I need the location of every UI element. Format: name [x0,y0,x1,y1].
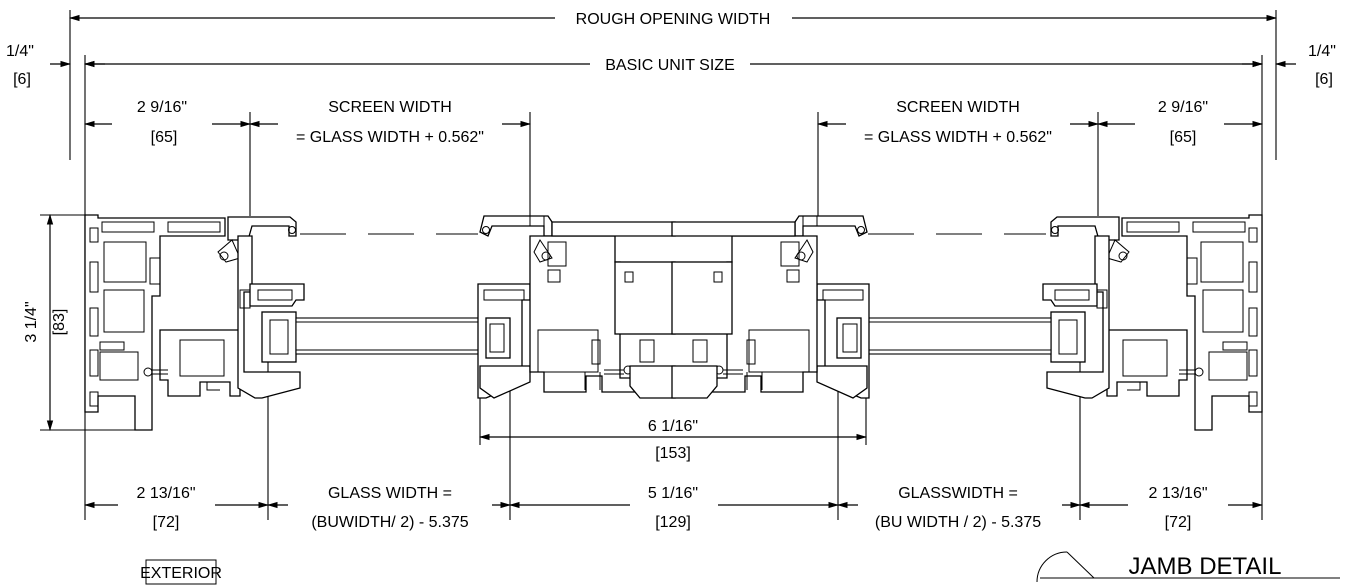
screen-width-left-dimension: SCREEN WIDTH = GLASS WIDTH + 0.562" [248,99,532,146]
detail-title: JAMB DETAIL [1129,553,1282,580]
jamb-to-screen-left-mm: [65] [151,129,178,146]
jamb-to-screen-right-dimension: 2 9/16" [65] [1096,99,1264,146]
jamb-to-screen-right-mm: [65] [1170,129,1197,146]
screen-width-right-dimension: SCREEN WIDTH = GLASS WIDTH + 0.562" [816,99,1100,146]
mull-width-label: 6 1/16" [648,418,698,435]
frame-section [84,214,1263,431]
clearance-right-dimension: 1/4" [6] [1242,43,1336,88]
screen-width-left-line1: SCREEN WIDTH [328,99,452,116]
glass-left-line1: GLASS WIDTH = [328,485,452,502]
screen-width-left-line2: = GLASS WIDTH + 0.562" [296,129,484,146]
glass-left-line2: (BUWIDTH/ 2) - 5.375 [311,514,468,531]
clearance-left-mm: [6] [13,71,31,88]
exterior-label-box: EXTERIOR [140,559,222,585]
mull-width-mm: [153] [655,445,691,462]
between-glass-mm: [129] [655,514,691,531]
rough-opening-label: ROUGH OPENING WIDTH [576,11,771,28]
jamb-to-screen-right-label: 2 9/16" [1158,99,1208,116]
glass-right-line1: GLASSWIDTH = [898,485,1018,502]
clearance-left-dimension: 1/4" [6] [6,43,105,88]
exterior-label: EXTERIOR [140,565,222,582]
edge-left-label: 2 13/16" [136,485,195,502]
jamb-to-screen-left-dimension: 2 9/16" [65] [83,99,252,146]
frame-depth-dimension: 3 1/4" [83] [23,213,68,432]
mull-width-dimension: 6 1/16" [153] [478,418,868,462]
edge-right-label: 2 13/16" [1148,485,1207,502]
basic-unit-label: BASIC UNIT SIZE [605,57,735,74]
basic-unit-dimension: BASIC UNIT SIZE [83,57,1264,74]
rough-opening-dimension: ROUGH OPENING WIDTH [68,11,1278,28]
edge-left-mm: [72] [153,514,180,531]
clearance-right-mm: [6] [1315,71,1333,88]
detail-title-block: JAMB DETAIL [1036,551,1340,583]
clearance-left-label: 1/4" [6,43,34,60]
edge-right-mm: [72] [1165,514,1192,531]
between-glass-label: 5 1/16" [648,485,698,502]
screen-width-right-line1: SCREEN WIDTH [896,99,1020,116]
clearance-right-label: 1/4" [1308,43,1336,60]
frame-depth-mm: [83] [51,309,68,336]
glass-right-line2: (BU WIDTH / 2) - 5.375 [875,514,1041,531]
jamb-to-screen-left-label: 2 9/16" [137,99,187,116]
screen-width-right-line2: = GLASS WIDTH + 0.562" [864,129,1052,146]
bottom-dimensions: 2 13/16" [72] GLASS WIDTH = (BUWIDTH/ 2)… [83,485,1264,531]
frame-depth-label: 3 1/4" [23,301,40,342]
